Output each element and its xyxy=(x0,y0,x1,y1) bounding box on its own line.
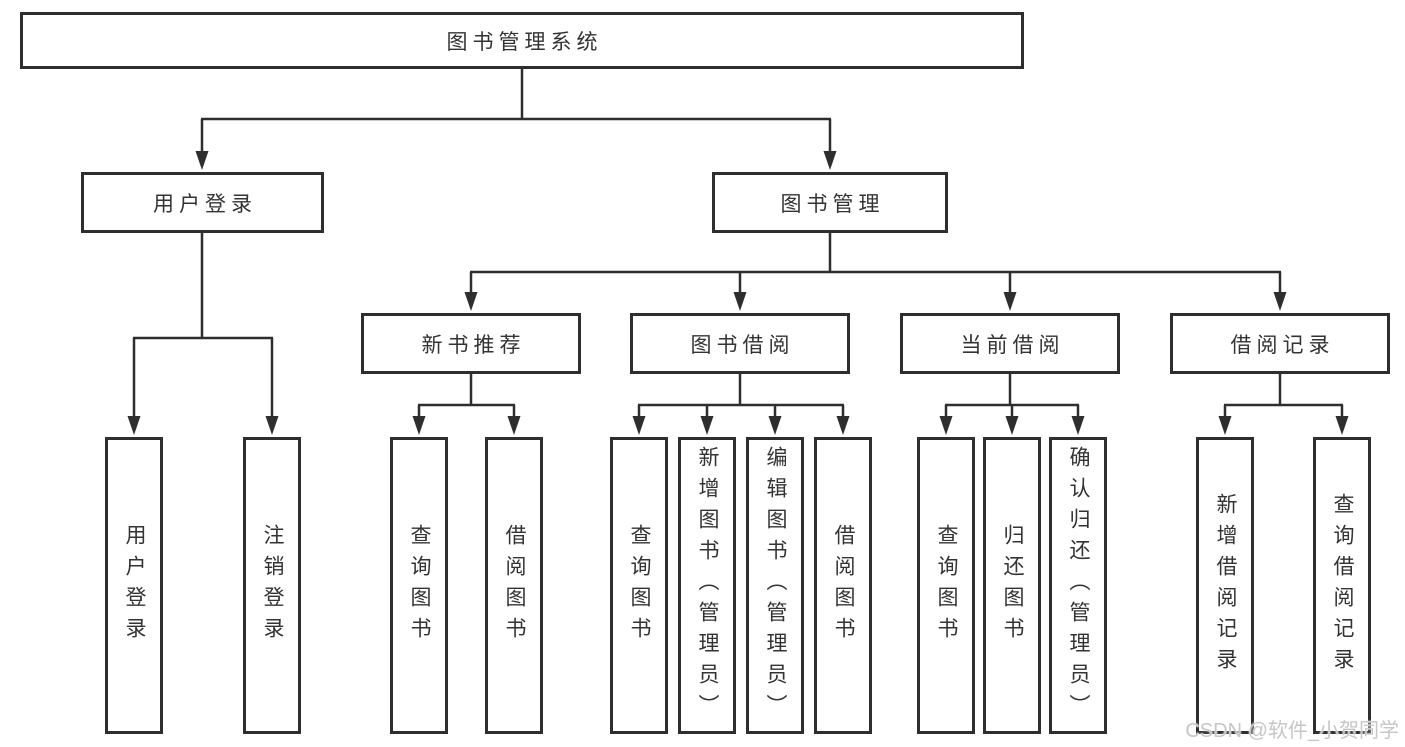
node-borrow-records: 借阅记录 xyxy=(1170,313,1390,374)
node-book-borrow: 图书借阅 xyxy=(630,313,850,374)
connector-book-borrow-to-leaves xyxy=(632,374,850,435)
connector-root-to-level2 xyxy=(195,69,837,170)
node-current-borrow-label: 当前借阅 xyxy=(960,333,1065,357)
csdn-watermark: CSDN @软件_小贺同学 xyxy=(1185,720,1399,742)
leaf-borrow-query: 查询图书 xyxy=(610,437,668,734)
node-new-book-recommend-label: 新书推荐 xyxy=(421,333,526,357)
node-user-login-label: 用户登录 xyxy=(153,192,257,216)
connector-book-mgmt-to-modules xyxy=(464,233,1287,311)
leaf-current-query-label: 查询图书 xyxy=(935,523,958,648)
leaf-user-login: 用户登录 xyxy=(105,437,163,734)
node-user-login: 用户登录 xyxy=(81,172,324,233)
leaf-add-book-admin: 新增图书（管理员） xyxy=(678,437,736,734)
leaf-add-book-admin-label: 新增图书（管理员） xyxy=(696,446,719,725)
node-book-borrow-label: 图书借阅 xyxy=(690,333,795,357)
node-book-management-label: 图书管理 xyxy=(780,192,885,216)
leaf-borrow-book: 借阅图书 xyxy=(814,437,872,734)
leaf-return-book-label: 归还图书 xyxy=(1001,523,1024,648)
connector-user-login-to-leaves xyxy=(127,233,279,435)
leaf-current-query: 查询图书 xyxy=(917,437,975,734)
leaf-new-books-borrow: 借阅图书 xyxy=(485,437,543,734)
leaf-edit-book-admin: 编辑图书（管理员） xyxy=(746,437,804,734)
leaf-confirm-return-admin: 确认归还（管理员） xyxy=(1049,437,1107,734)
leaf-query-borrow-record-label: 查询借阅记录 xyxy=(1331,492,1354,679)
leaf-borrow-query-label: 查询图书 xyxy=(628,523,651,648)
leaf-return-book: 归还图书 xyxy=(983,437,1041,734)
connector-borrow-records-to-leaves xyxy=(1218,374,1349,435)
leaf-add-borrow-record: 新增借阅记录 xyxy=(1196,437,1254,734)
connector-new-books-to-leaves xyxy=(412,374,521,435)
leaf-confirm-return-admin-label: 确认归还（管理员） xyxy=(1067,446,1090,725)
leaf-edit-book-admin-label: 编辑图书（管理员） xyxy=(764,446,787,725)
leaf-new-books-query-label: 查询图书 xyxy=(408,523,431,648)
leaf-new-books-borrow-label: 借阅图书 xyxy=(503,523,526,648)
node-new-book-recommend: 新书推荐 xyxy=(361,313,581,374)
node-borrow-records-label: 借阅记录 xyxy=(1230,333,1335,357)
leaf-logout-label: 注销登录 xyxy=(261,523,284,648)
leaf-borrow-book-label: 借阅图书 xyxy=(832,523,855,648)
leaf-new-books-query: 查询图书 xyxy=(390,437,448,734)
node-library-system-label: 图书管理系统 xyxy=(446,30,603,54)
node-current-borrow: 当前借阅 xyxy=(900,313,1120,374)
node-library-system: 图书管理系统 xyxy=(20,12,1024,69)
node-book-management: 图书管理 xyxy=(712,172,948,233)
connector-current-borrow-to-leaves xyxy=(939,374,1085,435)
leaf-add-borrow-record-label: 新增借阅记录 xyxy=(1214,492,1237,679)
leaf-logout: 注销登录 xyxy=(243,437,301,734)
leaf-user-login-label: 用户登录 xyxy=(123,523,146,648)
leaf-query-borrow-record: 查询借阅记录 xyxy=(1313,437,1371,734)
